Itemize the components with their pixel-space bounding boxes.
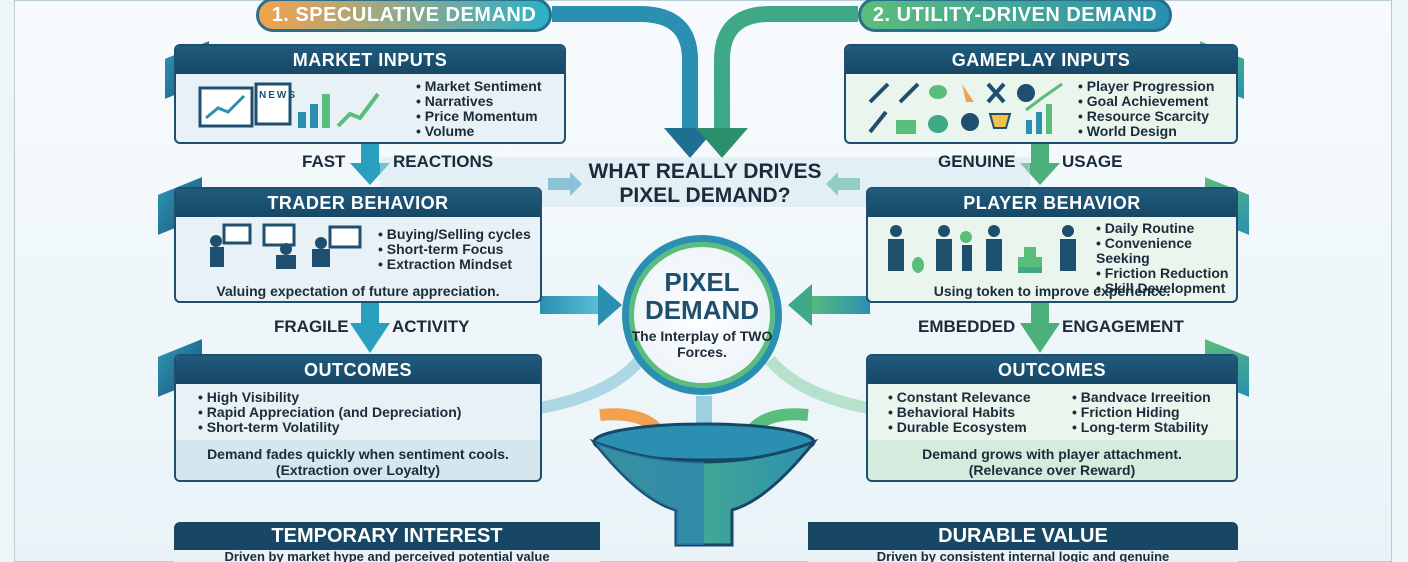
trader-icons-svg <box>210 223 362 269</box>
left-outcomes-list: High Visibility Rapid Appreciation (and … <box>198 390 462 435</box>
market-chart-news-icon: NEWS <box>198 82 383 142</box>
flow-label-activity: ACTIVITY <box>392 317 470 336</box>
trader-behavior-item: Extraction Mindset <box>378 257 531 272</box>
right-outcome-item: Durable Ecosystem <box>888 420 1031 435</box>
right-outcome-item: Behavioral Habits <box>888 405 1031 420</box>
right-outcome-item: Long-term Stability <box>1072 420 1211 435</box>
flow-label-engagement: ENGAGEMENT <box>1062 317 1184 336</box>
market-inputs-list: Market Sentiment Narratives Price Moment… <box>416 79 542 139</box>
flow-label-fragile: FRAGILE <box>274 317 349 336</box>
market-inputs-panel: MARKET INPUTS NEWS Market Sentiment Narr… <box>174 44 566 144</box>
left-outcome-item: High Visibility <box>198 390 461 405</box>
player-icons-svg <box>888 225 1076 273</box>
right-outcomes-list-1: Constant Relevance Behavioral Habits Dur… <box>888 390 1031 435</box>
trader-behavior-panel: TRADER BEHAVIOR Buying/Selling cycles Sh… <box>174 187 542 303</box>
left-arrow-2 <box>361 303 379 325</box>
left-outcomes-panel: OUTCOMES High Visibility Rapid Appreciat… <box>174 354 542 482</box>
temporary-interest-title: TEMPORARY INTEREST <box>271 524 503 547</box>
center-question: WHAT REALLY DRIVES PIXEL DEMAND? <box>588 160 822 207</box>
temporary-interest-sub: Driven by market hype and perceived pote… <box>174 550 600 562</box>
right-arrow-1 <box>1031 143 1049 165</box>
utility-driven-demand-pill: 2. UTILITY-DRIVEN DEMAND <box>858 0 1172 32</box>
flow-label-reactions: REACTIONS <box>393 152 494 171</box>
gameplay-inputs-list: Player Progression Goal Achievement Reso… <box>1078 79 1215 139</box>
right-outcomes-panel: OUTCOMES Constant Relevance Behavioral H… <box>866 354 1238 482</box>
left-arrow-1 <box>361 143 379 165</box>
player-behavior-caption: Using token to improve experience. <box>933 283 1171 299</box>
right-outcomes-title: OUTCOMES <box>868 356 1236 384</box>
trader-to-center-arrow <box>540 296 602 314</box>
player-behavior-item: Friction Reduction <box>1096 266 1236 281</box>
left-outcome-item: Short-term Volatility <box>198 420 461 435</box>
flow-label-genuine: GENUINE <box>938 152 1016 171</box>
market-input-item: Narratives <box>416 94 542 109</box>
market-inputs-title: MARKET INPUTS <box>176 46 564 74</box>
player-behavior-panel: PLAYER BEHAVIOR Daily Routine Convenienc… <box>866 187 1238 303</box>
traders-at-screens-icon <box>206 223 366 281</box>
util-to-center-arrow <box>714 6 858 130</box>
left-outcomes-footer <box>176 440 540 480</box>
market-input-item: Volume <box>416 124 542 139</box>
left-outcomes-caption-2: (Extraction over Loyalty) <box>275 462 441 478</box>
pixel-demand-circle: PIXEL DEMAND The Interplay of TWO Forces… <box>622 235 782 395</box>
flow-label-fast: FAST <box>302 152 346 171</box>
right-outcome-item: Constant Relevance <box>888 390 1031 405</box>
right-outcome-item: Friction Hiding <box>1072 405 1211 420</box>
player-behavior-list: Daily Routine Convenience Seeking Fricti… <box>1096 221 1236 296</box>
market-icons-svg: NEWS <box>198 82 380 128</box>
durable-value-bar: DURABLE VALUE Driven by consistent inter… <box>808 522 1238 562</box>
gameplay-input-item: Goal Achievement <box>1078 94 1214 109</box>
market-input-item: Market Sentiment <box>416 79 542 94</box>
player-behavior-item: Convenience Seeking <box>1096 236 1236 266</box>
pixel-demand-title: PIXEL DEMAND <box>644 267 760 325</box>
gameplay-input-item: World Design <box>1078 124 1214 139</box>
players-working-icon <box>882 221 1092 285</box>
speculative-demand-pill: 1. SPECULATIVE DEMAND <box>256 0 552 32</box>
player-behavior-item: Skill Development <box>1096 281 1236 296</box>
player-behavior-item: Daily Routine <box>1096 221 1236 236</box>
left-outcomes-caption-1: Demand fades quickly when sentiment cool… <box>207 446 509 462</box>
trader-behavior-item: Short-term Focus <box>378 242 531 257</box>
trader-behavior-item: Buying/Selling cycles <box>378 227 531 242</box>
trader-behavior-list: Buying/Selling cycles Short-term Focus E… <box>378 227 531 272</box>
player-to-center-arrow <box>808 296 870 314</box>
trader-behavior-caption: Valuing expectation of future appreciati… <box>216 283 500 299</box>
pixel-demand-subtitle: The Interplay of TWO Forces. <box>631 328 773 360</box>
flow-label-embedded: EMBEDDED <box>918 317 1016 336</box>
gameplay-icons-svg <box>868 82 1063 134</box>
gameplay-input-item: Resource Scarcity <box>1078 109 1214 124</box>
right-outcome-item: Bandvace Irreeition <box>1072 390 1211 405</box>
durable-value-title: DURABLE VALUE <box>938 524 1108 547</box>
temporary-interest-bar: TEMPORARY INTEREST Driven by market hype… <box>174 522 600 562</box>
left-outcomes-title: OUTCOMES <box>176 356 540 384</box>
funnel-icon <box>589 422 819 547</box>
flow-label-usage: USAGE <box>1062 152 1123 171</box>
right-outcomes-caption-1: Demand grows with player attachment. <box>922 446 1182 462</box>
spec-to-center-arrow <box>552 6 698 130</box>
right-outcomes-list-2: Bandvace Irreeition Friction Hiding Long… <box>1072 390 1211 435</box>
right-outcomes-caption-2: (Relevance over Reward) <box>968 462 1136 478</box>
gameplay-inputs-title: GAMEPLAY INPUTS <box>846 46 1236 74</box>
svg-text:NEWS: NEWS <box>259 90 297 101</box>
player-behavior-title: PLAYER BEHAVIOR <box>868 189 1236 217</box>
gameplay-inputs-panel: GAMEPLAY INPUTS Player Progression Goal … <box>844 44 1238 144</box>
right-arrow-2 <box>1031 303 1049 325</box>
gameplay-tools-icon <box>866 80 1066 142</box>
market-input-item: Price Momentum <box>416 109 542 124</box>
durable-value-sub: Driven by consistent internal logic and … <box>808 550 1238 562</box>
left-outcome-item: Rapid Appreciation (and Depreciation) <box>198 405 462 420</box>
trader-behavior-title: TRADER BEHAVIOR <box>176 189 540 217</box>
gameplay-input-item: Player Progression <box>1078 79 1215 94</box>
right-outcomes-footer <box>868 440 1236 480</box>
